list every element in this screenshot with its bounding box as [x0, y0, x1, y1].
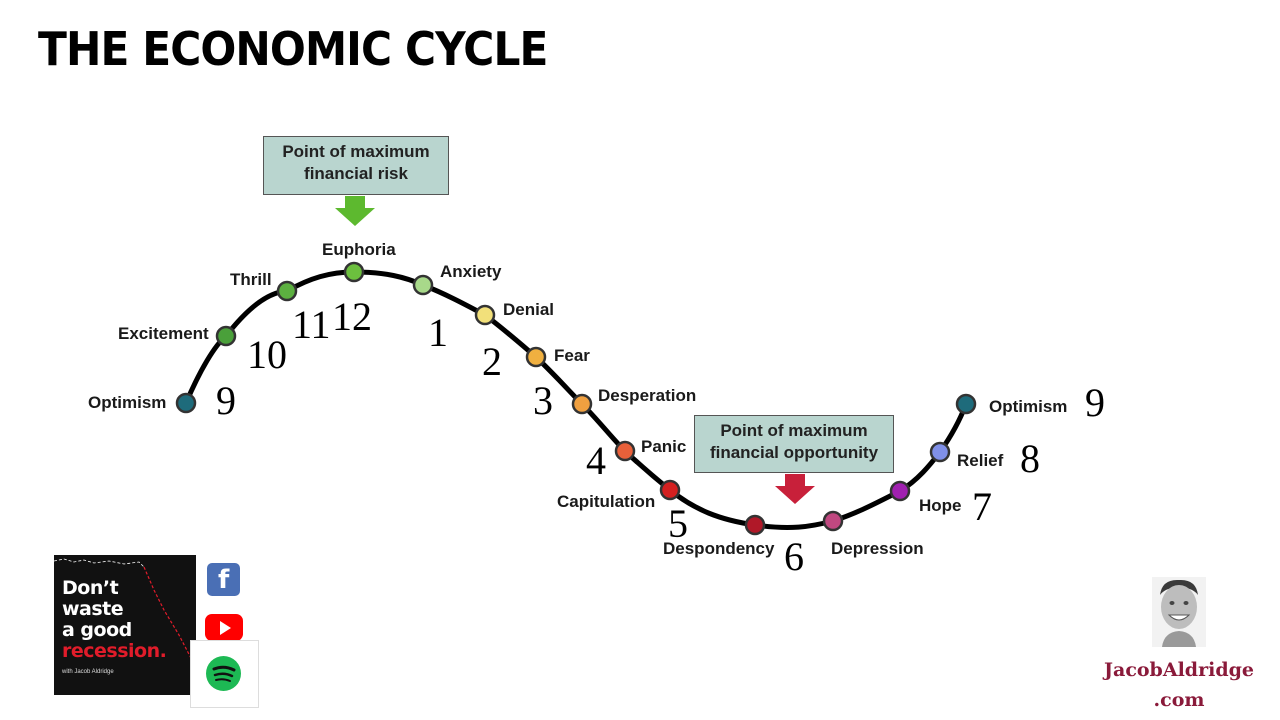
podcast-title-line1: Don’t	[62, 577, 119, 599]
stage-number-11: 11	[292, 302, 331, 347]
stage-marker-optimism	[175, 392, 197, 414]
stage-number-8: 8	[1020, 436, 1040, 481]
podcast-title-line4: recession.	[62, 640, 167, 662]
website-name[interactable]: JacobAldridge	[1104, 659, 1254, 681]
max-opportunity-line1: Point of maximum	[720, 421, 868, 440]
stage-label-anxiety: Anxiety	[440, 262, 502, 281]
stage-marker-denial	[474, 304, 496, 326]
stage-marker-capitulation	[659, 479, 681, 501]
stage-number-4: 4	[586, 438, 606, 483]
stage-label-depression: Depression	[831, 539, 924, 558]
stage-label-denial: Denial	[503, 300, 554, 319]
stage-marker-anxiety	[412, 274, 434, 296]
stage-marker-optimism	[955, 393, 977, 415]
stage-label-despondency: Despondency	[663, 539, 775, 558]
stage-number-7: 7	[972, 484, 992, 529]
stage-label-excitement: Excitement	[118, 324, 209, 343]
stage-label-thrill: Thrill	[230, 270, 272, 289]
stage-label-relief: Relief	[957, 451, 1004, 470]
website-domain[interactable]: .com	[1153, 689, 1205, 711]
stage-label-fear: Fear	[554, 346, 590, 365]
podcast-title-line3: a good	[62, 619, 132, 641]
stage-marker-fear	[525, 346, 547, 368]
stage-marker-hope	[889, 480, 911, 502]
stage-marker-despondency	[744, 514, 766, 536]
stage-label-capitulation: Capitulation	[557, 492, 655, 511]
stage-marker-relief	[929, 441, 951, 463]
stage-number-2: 2	[482, 339, 502, 384]
page-title: THE ECONOMIC CYCLE	[38, 22, 548, 76]
stage-label-hope: Hope	[919, 496, 962, 515]
max-risk-callout: Point of maximum financial risk	[263, 136, 449, 195]
podcast-title-line2: waste	[62, 598, 124, 620]
risk-arrow-icon	[335, 196, 375, 226]
stage-marker-excitement	[215, 325, 237, 347]
stage-marker-depression	[822, 510, 844, 532]
opportunity-arrow-icon	[775, 474, 815, 504]
stage-label-euphoria: Euphoria	[322, 240, 396, 259]
max-opportunity-callout: Point of maximum financial opportunity	[694, 415, 894, 473]
stage-number-3: 3	[533, 378, 553, 423]
spotify-icon[interactable]	[206, 656, 241, 691]
stage-number-1: 1	[428, 310, 448, 355]
stage-number-5: 5	[668, 501, 688, 546]
stage-number-12: 12	[332, 294, 372, 339]
podcast-cover[interactable]: Don’t waste a good recession. with Jacob…	[54, 555, 196, 695]
stage-number-6: 6	[784, 534, 804, 579]
stage-label-panic: Panic	[641, 437, 686, 456]
stage-label-desperation: Desperation	[598, 386, 696, 405]
stage-label-optimism: Optimism	[88, 393, 166, 412]
youtube-icon[interactable]	[205, 614, 243, 641]
stage-number-9: 9	[216, 378, 236, 423]
stage-number-9: 9	[1085, 380, 1105, 425]
max-risk-line1: Point of maximum	[282, 142, 430, 161]
stage-marker-thrill	[276, 280, 298, 302]
stage-number-10: 10	[247, 332, 287, 377]
author-avatar	[1152, 577, 1206, 647]
stage-marker-euphoria	[343, 261, 365, 283]
facebook-icon[interactable]: f	[207, 563, 240, 596]
podcast-byline: with Jacob Aldridge	[62, 669, 114, 675]
max-risk-line2: financial risk	[304, 164, 408, 183]
stage-marker-desperation	[571, 393, 593, 415]
stage-marker-panic	[614, 440, 636, 462]
stage-label-optimism: Optimism	[989, 397, 1067, 416]
max-opportunity-line2: financial opportunity	[709, 443, 879, 462]
